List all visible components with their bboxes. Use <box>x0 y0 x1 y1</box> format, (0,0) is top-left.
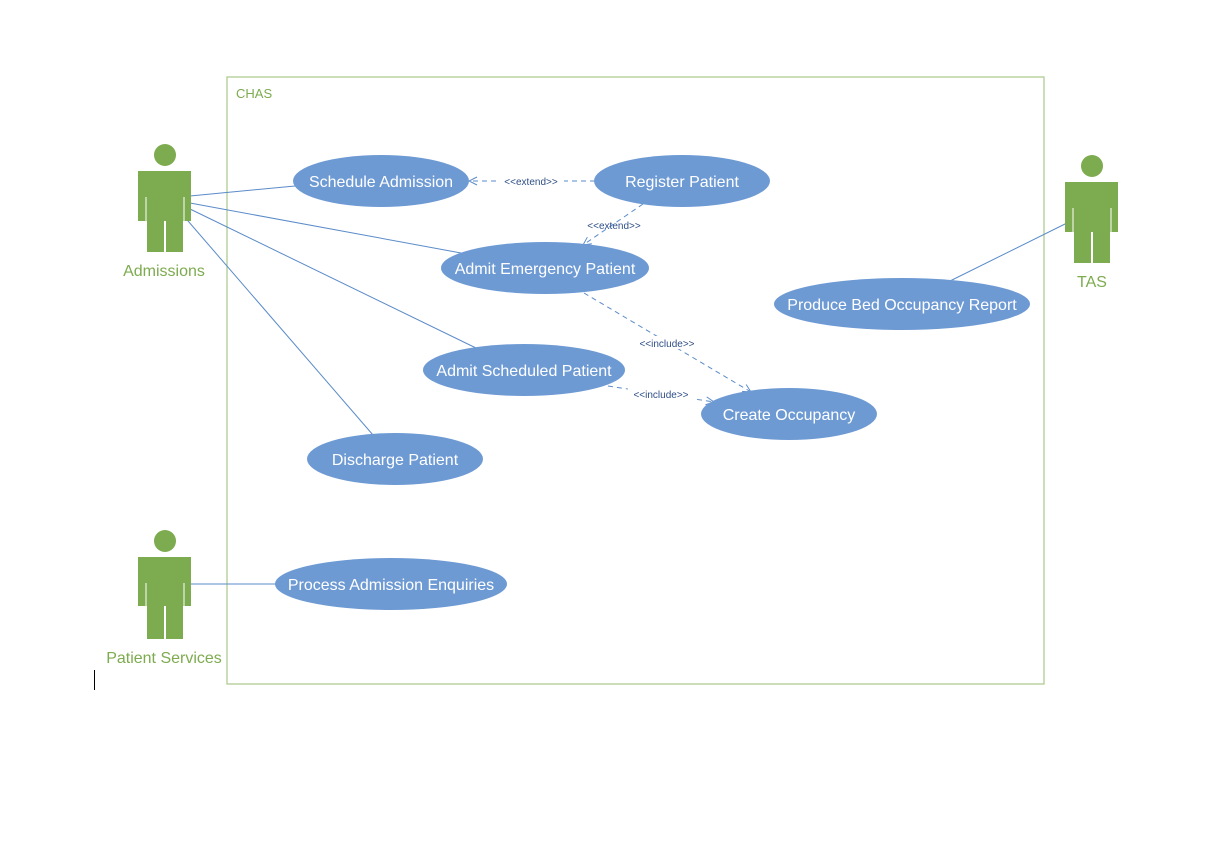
use-case-label: Process Admission Enquiries <box>288 577 494 594</box>
text-cursor <box>94 670 95 690</box>
use-case-produce-bed-occupancy-report[interactable]: Produce Bed Occupancy Report <box>774 278 1030 330</box>
use-case-label: Produce Bed Occupancy Report <box>787 297 1017 314</box>
extend-label-emergency: <<extend>> <box>587 221 641 232</box>
system-boundary <box>226 76 1045 685</box>
stick-figure-icon <box>138 144 191 252</box>
extend-register-to-emergency <box>583 203 644 245</box>
use-case-label: Admit Scheduled Patient <box>436 363 612 380</box>
associations <box>181 185 1068 585</box>
use-case-create-occupancy[interactable]: Create Occupancy <box>701 388 877 440</box>
association-admissions-schedule-admission <box>189 185 296 197</box>
actor-tas[interactable]: TAS <box>1065 155 1118 291</box>
use-case-process-admission-enquiries[interactable]: Process Admission Enquiries <box>275 558 507 610</box>
association-tas-bed-report <box>949 222 1068 282</box>
use-case-schedule-admission[interactable]: Schedule Admission <box>293 155 469 207</box>
relation-labels: <<extend>> <<extend>> <<include>> <<incl… <box>498 174 700 401</box>
use-case-label: Admit Emergency Patient <box>455 261 636 278</box>
include-label-emergency: <<include>> <box>639 339 694 350</box>
use-case-label: Schedule Admission <box>309 174 453 191</box>
actor-admissions[interactable]: Admissions <box>123 144 205 280</box>
use-case-admit-scheduled-patient[interactable]: Admit Scheduled Patient <box>423 344 625 396</box>
actor-label: Admissions <box>123 263 205 280</box>
association-admissions-admit-scheduled <box>189 208 477 349</box>
stick-figure-icon <box>138 530 191 639</box>
use-case-register-patient[interactable]: Register Patient <box>594 155 770 207</box>
extend-label-schedule: <<extend>> <box>504 177 558 188</box>
include-label-scheduled: <<include>> <box>633 390 688 401</box>
use-case-discharge-patient[interactable]: Discharge Patient <box>307 433 483 485</box>
actor-label: TAS <box>1077 274 1107 291</box>
stick-figure-icon <box>1065 155 1118 263</box>
association-admissions-discharge <box>181 213 374 436</box>
use-case-label: Register Patient <box>625 174 739 191</box>
use-case-admit-emergency-patient[interactable]: Admit Emergency Patient <box>441 242 649 294</box>
use-case-label: Create Occupancy <box>723 407 856 424</box>
actor-patient-services[interactable]: Patient Services <box>106 530 222 667</box>
association-admissions-admit-emergency <box>189 202 462 254</box>
system-boundary-label: CHAS <box>236 86 272 101</box>
actor-label: Patient Services <box>106 650 222 667</box>
use-case-label: Discharge Patient <box>332 452 459 469</box>
